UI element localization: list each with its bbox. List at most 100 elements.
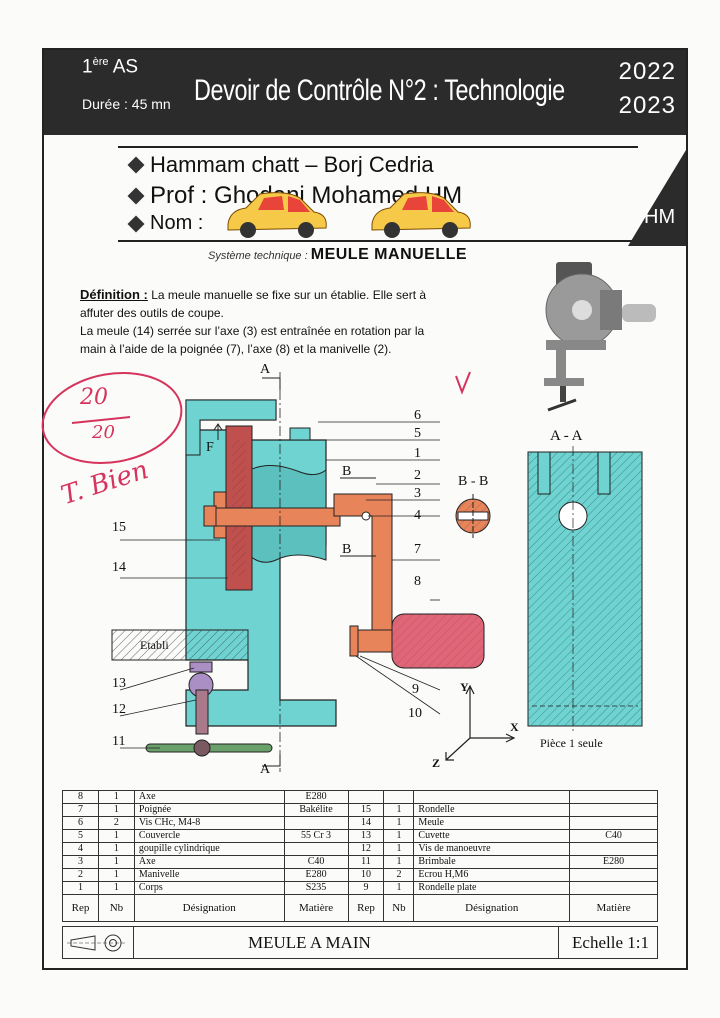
ref-8: 8	[414, 574, 421, 589]
title-block: MEULE A MAIN Echelle 1:1	[62, 926, 658, 959]
table-header-cell: Rep	[62, 894, 99, 922]
table-cell: 12	[347, 842, 385, 856]
table-cell: 2	[383, 868, 415, 882]
ref-1: 1	[414, 446, 421, 461]
ref-11: 11	[112, 734, 126, 749]
table-cell: Meule	[413, 816, 571, 830]
table-cell: 2	[97, 816, 135, 830]
table-cell: 1	[383, 803, 415, 817]
section-a-top: A	[260, 362, 271, 377]
table-header-cell: Désignation	[413, 894, 571, 922]
year-bottom: 2023	[618, 92, 676, 119]
table-cell: Rondelle	[413, 803, 571, 817]
table-cell	[383, 790, 415, 804]
definition-block: Définition : La meule manuelle se fixe s…	[80, 286, 450, 358]
table-cell: 1	[383, 881, 415, 895]
section-a-bottom: A	[260, 762, 271, 777]
class-label: 1ère AS	[82, 56, 139, 78]
page-frame	[42, 48, 688, 970]
divider-bottom	[118, 240, 638, 242]
table-header-cell: Nb	[97, 894, 135, 922]
ref-6: 6	[414, 408, 421, 423]
table-cell: Ecrou H,M6	[413, 868, 571, 882]
part-axle	[215, 507, 341, 527]
drawing-name: MEULE A MAIN	[248, 933, 371, 952]
table-cell: S235	[283, 881, 349, 895]
system-caption: Système technique : MEULE MANUELLE	[208, 246, 468, 263]
table-cell	[283, 816, 349, 830]
table-cell: 1	[97, 790, 135, 804]
drawing-scale: Echelle 1:1	[572, 933, 649, 952]
ref-15: 15	[112, 520, 126, 535]
part-nut	[203, 505, 217, 527]
table-cell	[569, 868, 658, 882]
table-cell: Rondelle plate	[413, 881, 571, 895]
table-cell: Manivelle	[133, 868, 285, 882]
grade-total: 20	[92, 422, 115, 443]
table-cell: 3	[62, 855, 99, 869]
section-b-bottom: B	[342, 542, 352, 557]
table-cell: 10	[347, 868, 385, 882]
table-cell: 55 Cr 3	[283, 829, 349, 843]
table-header-cell: Rep	[347, 894, 385, 922]
table-cell: 14	[347, 816, 385, 830]
part-handle-axle	[355, 629, 393, 653]
table-cell: goupille cylindrique	[133, 842, 285, 856]
table-cell: 11	[347, 855, 385, 869]
table-cell	[347, 790, 385, 804]
table-cell: 1	[97, 868, 135, 882]
part-screw	[195, 689, 209, 735]
corner-wedge	[628, 150, 686, 246]
ref-9: 9	[412, 682, 419, 697]
header-banner: 1ère AS Durée : 45 mn Devoir de Contrôle…	[44, 50, 686, 135]
year-top: 2022	[618, 58, 676, 85]
table-cell: Bakélite	[283, 803, 349, 817]
projection-symbol-icon	[67, 934, 127, 952]
axis-z-label: Z	[432, 756, 441, 770]
ref-3: 3	[414, 486, 421, 501]
table-cell: 6	[62, 816, 99, 830]
table-cell	[569, 790, 658, 804]
table-cell	[413, 790, 571, 804]
table-cell: 1	[383, 842, 415, 856]
table-header-cell: Désignation	[133, 894, 285, 922]
workbench-label: Etabli	[140, 638, 169, 652]
table-cell: 1	[383, 816, 415, 830]
table-cell: Axe	[133, 790, 285, 804]
table-cell: 1	[97, 842, 135, 856]
table-cell: 5	[62, 829, 99, 843]
table-cell: C40	[283, 855, 349, 869]
table-cell	[569, 803, 658, 817]
table-cell: 9	[347, 881, 385, 895]
grade-score: 20	[80, 385, 108, 410]
table-cell: 8	[62, 790, 99, 804]
table-cell: 7	[62, 803, 99, 817]
axis-x-label: X	[510, 720, 519, 734]
table-cell: E280	[283, 868, 349, 882]
definition-heading: Définition :	[80, 287, 148, 302]
table-cell: 1	[97, 829, 135, 843]
table-cell: 13	[347, 829, 385, 843]
table-cell	[569, 842, 658, 856]
ref-4: 4	[414, 508, 421, 523]
table-header-cell: Nb	[383, 894, 415, 922]
table-header-cell: Matière	[569, 894, 658, 922]
axis-triad	[445, 684, 516, 761]
table-cell: 1	[97, 881, 135, 895]
table-cell	[283, 842, 349, 856]
ref-10: 10	[408, 706, 422, 721]
table-cell: 1	[97, 855, 135, 869]
table-cell: 1	[62, 881, 99, 895]
view-bb-label: B - B	[458, 474, 489, 489]
table-cell: 1	[383, 855, 415, 869]
view-aa-label: A - A	[550, 428, 583, 444]
part-cup	[189, 661, 213, 673]
